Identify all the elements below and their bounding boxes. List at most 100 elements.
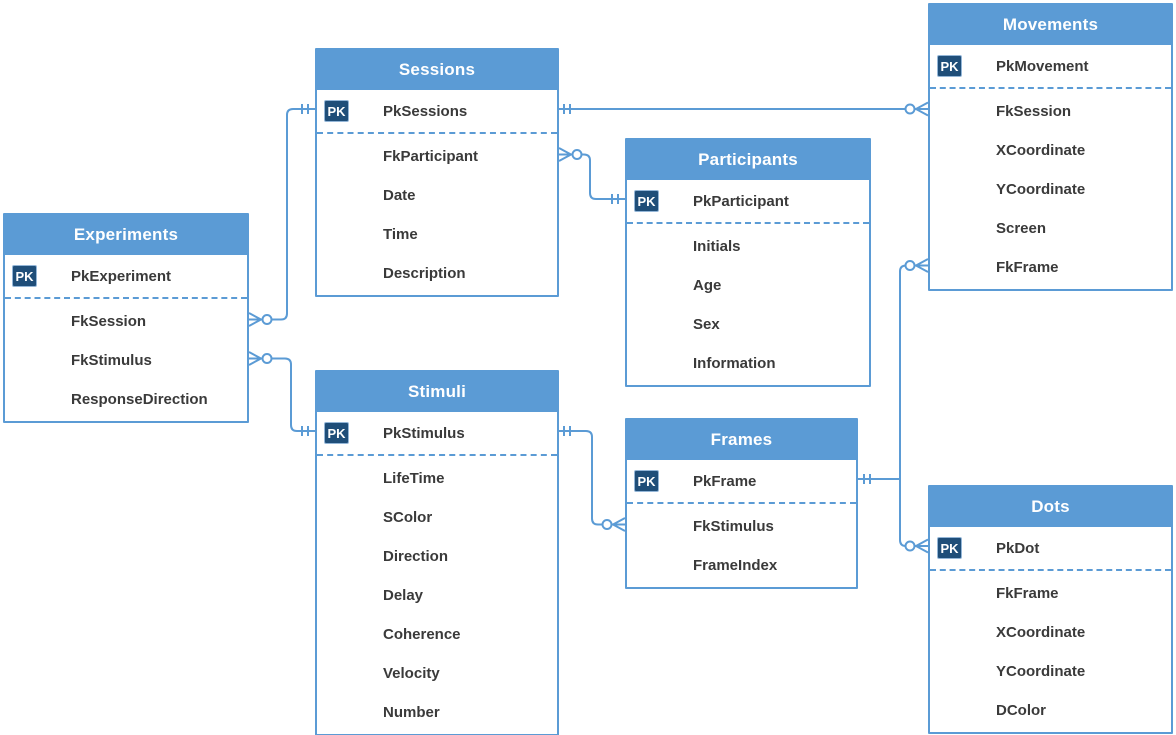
field-label: PkMovement (996, 57, 1089, 75)
field-row-date: Date (317, 176, 557, 215)
field-row-delay: Delay (317, 576, 557, 615)
zero-marker-icon (904, 260, 916, 271)
field-label: XCoordinate (996, 142, 1086, 159)
pk-badge: PK (634, 470, 659, 492)
table-title-participants: Participants (627, 140, 869, 180)
field-row-fkstimulus: FkStimulus (627, 507, 856, 546)
field-row-information: Information (627, 344, 869, 383)
field-label: FkSession (71, 313, 147, 330)
field-label: PkStimulus (383, 424, 465, 442)
field-label: YCoordinate (996, 663, 1086, 680)
field-label: FkStimulus (693, 518, 774, 535)
field-row-time: Time (317, 215, 557, 254)
field-label: FkParticipant (383, 148, 479, 165)
table-title-stimuli: Stimuli (317, 372, 557, 412)
connector-line (899, 479, 928, 547)
field-row-scolor: SColor (317, 498, 557, 537)
relationship-stimuli-experiments[interactable] (248, 351, 315, 436)
field-row-xcoordinate: XCoordinate (930, 131, 1171, 170)
table-title-experiments: Experiments (5, 215, 247, 255)
table-title-movements: Movements (930, 5, 1171, 45)
field-row-fkframe: FkFrame (930, 574, 1171, 613)
field-label: FkFrame (996, 585, 1059, 602)
pk-badge: PK (937, 537, 962, 559)
field-row-fkframe: FkFrame (930, 248, 1171, 287)
connector-line (249, 357, 315, 432)
field-label: Screen (996, 220, 1047, 237)
many-marker-icon (612, 517, 626, 532)
field-label: PkExperiment (71, 267, 172, 285)
relationship-sessions-movements[interactable] (559, 101, 929, 117)
field-label: FkStimulus (71, 352, 152, 369)
field-row-dcolor: DColor (930, 691, 1171, 730)
relationship-frames-dots[interactable] (899, 479, 929, 554)
pk-badge: PK (937, 55, 962, 77)
field-label: Information (693, 355, 776, 372)
table-title-frames: Frames (627, 420, 856, 460)
field-row-initials: Initials (627, 227, 869, 266)
relationship-stimuli-frames[interactable] (559, 426, 626, 532)
field-label: Initials (693, 238, 741, 255)
one-marker-icon (301, 104, 309, 114)
field-row-sex: Sex (627, 305, 869, 344)
field-label: PkParticipant (693, 192, 789, 210)
field-row-velocity: Velocity (317, 654, 557, 693)
field-row-lifetime: LifeTime (317, 459, 557, 498)
field-label: SColor (383, 509, 433, 526)
field-label: Date (383, 187, 416, 204)
field-row-coherence: Coherence (317, 615, 557, 654)
many-marker-icon (248, 312, 262, 327)
relationship-sessions-experiments[interactable] (248, 104, 315, 327)
field-label: Velocity (383, 665, 440, 682)
field-label: PkFrame (693, 472, 757, 490)
table-title-sessions: Sessions (317, 50, 557, 90)
field-row-xcoordinate: XCoordinate (930, 613, 1171, 652)
zero-marker-icon (904, 103, 916, 115)
one-marker-icon (563, 104, 571, 114)
field-row-screen: Screen (930, 209, 1171, 248)
relationship-participants-sessions[interactable] (558, 147, 625, 204)
zero-marker-icon (904, 540, 916, 552)
one-marker-icon (611, 194, 619, 204)
connector-line (559, 430, 625, 526)
pk-badge: PK (324, 100, 349, 122)
field-label: Direction (383, 548, 449, 565)
field-row-pkstimulus: PK PkStimulus (317, 412, 557, 456)
field-label: PkSessions (383, 102, 468, 120)
field-row-fksession: FkSession (930, 92, 1171, 131)
connector-line (249, 108, 315, 321)
field-label: YCoordinate (996, 181, 1086, 198)
one-marker-icon (563, 426, 571, 436)
field-row-ycoordinate: YCoordinate (930, 652, 1171, 691)
field-row-frameindex: FrameIndex (627, 546, 856, 585)
field-label: Description (383, 265, 466, 282)
many-marker-icon (558, 147, 572, 162)
many-marker-icon (915, 538, 929, 554)
field-label: Age (693, 277, 722, 294)
field-row-number: Number (317, 693, 557, 732)
field-label: Time (383, 226, 418, 243)
zero-marker-icon (261, 314, 273, 325)
many-marker-icon (248, 351, 262, 366)
field-row-fkstimulus: FkStimulus (5, 341, 247, 380)
field-label: DColor (996, 702, 1046, 719)
field-row-responsedirection: ResponseDirection (5, 380, 247, 419)
table-title-dots: Dots (930, 487, 1171, 527)
pk-badge: PK (324, 422, 349, 444)
zero-marker-icon (261, 353, 273, 364)
field-label: Coherence (383, 626, 461, 643)
